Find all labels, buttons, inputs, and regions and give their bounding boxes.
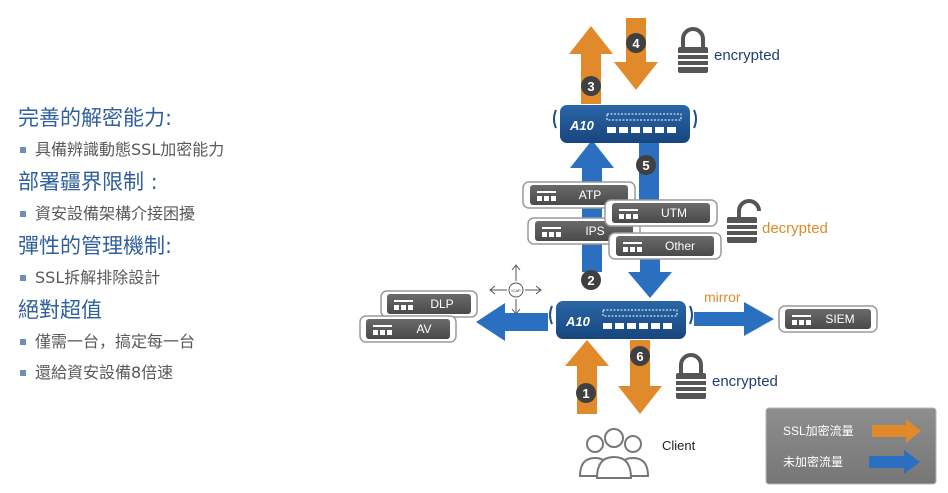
lock-closed-icon [676,353,706,399]
decrypted-label: decrypted [762,220,828,237]
step-badge: 3 [581,76,601,96]
legend: SSL加密流量 未加密流量 [765,407,937,485]
bullet-square-icon [20,146,26,153]
encrypted-label: encrypted [712,373,778,390]
feature-bullet-text: SSL拆解排除設計 [35,268,161,287]
svg-text:4: 4 [632,36,640,51]
encrypted-label: encrypted [714,47,780,64]
legend-plain-label: 未加密流量 [783,454,843,469]
mirror-label: mirror [704,289,741,305]
feature-group: 絕對超值 僅需一台，搞定每一台 還給資安設備8倍速 [18,296,318,385]
orange-arrow-up-icon [569,26,613,104]
feature-heading: 彈性的管理機制: [18,234,173,258]
appliance-label: SIEM [825,312,854,326]
bullet-square-icon [20,338,26,345]
feature-bullet: SSL拆解排除設計 [20,265,318,290]
appliance-label: ATP [579,188,601,202]
feature-bullet-text: 具備辨識動態SSL加密能力 [35,140,225,159]
icap-compass-icon [489,264,542,315]
lock-closed-icon [678,27,708,73]
svg-text:6: 6 [636,349,643,364]
step-badge: 4 [626,33,646,53]
feature-group: 完善的解密能力: 具備辨識動態SSL加密能力 [18,104,318,162]
blue-arrow-right-icon [694,302,774,336]
step-badge: 5 [636,155,656,175]
client-users-icon [578,428,650,479]
feature-list: 完善的解密能力: 具備辨識動態SSL加密能力 部署疆界限制 : 資安設備架構介接… [18,104,318,391]
feature-bullet: 僅需一台，搞定每一台 [20,329,318,354]
bullet-square-icon [20,274,26,281]
appliance-other: Other [608,232,722,260]
feature-bullet-text: 資安設備架構介接困擾 [35,204,196,223]
svg-text:2: 2 [587,273,594,288]
blue-arrow-down-icon [628,258,672,298]
bullet-square-icon [20,210,26,217]
appliance-label: AV [416,322,431,336]
client-label: Client [662,438,696,453]
feature-heading: 部署疆界限制 : [18,170,158,194]
bullet-square-icon [20,369,26,376]
feature-bullet-text: 還給資安設備8倍速 [35,363,174,382]
icap-label: ICAP [511,288,521,293]
appliance-label: IPS [585,224,604,238]
legend-blue-arrow-icon [869,450,920,474]
step-badge: 6 [630,346,650,366]
orange-arrow-up-icon [565,340,609,414]
appliance-label: Other [665,239,695,253]
feature-heading: 絕對超值 [18,298,102,322]
adc-top: A10 [553,105,697,143]
feature-bullet: 具備辨識動態SSL加密能力 [20,137,318,162]
adc-bottom: A10 [549,301,693,339]
svg-text:5: 5 [642,158,649,173]
feature-bullet-text: 僅需一台，搞定每一台 [35,332,196,351]
appliance-label: UTM [661,206,687,220]
appliance-dlp: DLP [380,290,478,318]
feature-group: 彈性的管理機制: SSL拆解排除設計 [18,232,318,290]
orange-arrow-down-icon [614,18,658,90]
appliance-siem: SIEM [778,305,878,333]
blue-arrow-left-icon [476,303,548,341]
feature-heading: 完善的解密能力: [18,106,173,130]
appliance-label: DLP [430,297,453,311]
feature-group: 部署疆界限制 : 資安設備架構介接困擾 [18,168,318,226]
appliance-utm: UTM [604,199,718,227]
feature-bullet: 資安設備架構介接困擾 [20,201,318,226]
step-badge: 1 [576,383,596,403]
orange-arrow-down-icon [618,340,662,414]
svg-text:3: 3 [587,79,594,94]
legend-orange-arrow-icon [872,419,921,443]
feature-bullet: 還給資安設備8倍速 [20,360,318,385]
step-badge: 2 [581,270,601,290]
svg-text:1: 1 [582,386,589,401]
appliance-av: AV [359,315,457,343]
a10-logo: A10 [565,314,591,329]
legend-ssl-label: SSL加密流量 [783,423,854,438]
lock-open-icon [727,199,761,243]
a10-logo: A10 [569,118,595,133]
